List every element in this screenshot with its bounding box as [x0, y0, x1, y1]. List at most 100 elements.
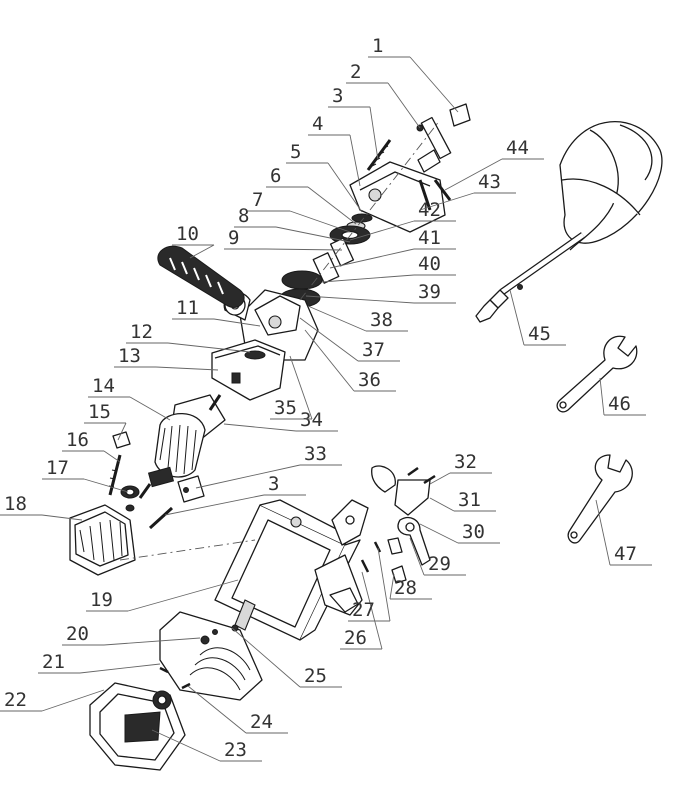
leader-line	[369, 106, 379, 161]
leader-line	[429, 497, 455, 512]
leader-line	[409, 537, 425, 576]
callout-number: 30	[462, 521, 485, 543]
callout-number: 27	[352, 599, 375, 621]
callout-number: 12	[130, 321, 153, 343]
leader-line	[307, 186, 357, 225]
callout-10: 10	[172, 223, 215, 259]
callout-number: 2	[350, 61, 361, 83]
leader-line	[213, 318, 261, 327]
callout-layer: 1234567891011121314151617181920212223242…	[0, 35, 652, 762]
callout-number: 32	[454, 451, 477, 473]
callout-16: 16	[62, 429, 121, 463]
leader-line	[289, 355, 313, 420]
callout-15: 15	[84, 401, 127, 441]
stator-housing	[69, 504, 136, 576]
leader-line	[164, 494, 265, 516]
leader-line	[231, 627, 301, 688]
callout-32: 32	[429, 451, 492, 485]
leader-line	[444, 158, 503, 191]
leader-line	[595, 499, 611, 566]
leader-line	[409, 56, 459, 113]
callout-number: 45	[528, 323, 551, 345]
callout-40: 40	[321, 253, 456, 283]
callout-number: 37	[362, 339, 385, 361]
callout-number: 18	[4, 493, 27, 515]
leader-line	[189, 244, 215, 259]
callout-24: 24	[187, 685, 288, 734]
callout-25: 25	[231, 627, 342, 688]
callout-6: 6	[266, 165, 357, 225]
assembly-centerline-lower	[119, 539, 256, 561]
callout-number: 25	[304, 665, 327, 687]
callout-number: 39	[418, 281, 441, 303]
callout-3: 3	[164, 473, 306, 516]
callout-47: 47	[595, 499, 652, 566]
callout-number: 31	[458, 489, 481, 511]
callout-number: 3	[268, 473, 279, 495]
mixing-paddle	[475, 121, 663, 323]
leader-line	[349, 134, 361, 187]
leader-line	[79, 663, 161, 674]
callout-1: 1	[368, 35, 459, 113]
callout-3: 3	[328, 85, 379, 161]
callout-2: 2	[346, 61, 421, 129]
callout-number: 6	[270, 165, 281, 187]
callout-34: 34	[223, 409, 338, 432]
leader-line	[195, 464, 301, 489]
callout-26: 26	[340, 571, 383, 650]
callout-17: 17	[42, 457, 129, 493]
switch-parts	[331, 465, 436, 584]
leader-line	[299, 317, 359, 362]
callout-42: 42	[349, 199, 456, 241]
callout-number: 35	[274, 397, 297, 419]
callout-number: 40	[418, 253, 441, 275]
leader-line	[305, 295, 415, 304]
leader-line	[83, 478, 129, 493]
callout-number: 13	[118, 345, 141, 367]
callout-number: 34	[300, 409, 323, 431]
brush-parts	[108, 431, 140, 512]
callout-23: 23	[151, 729, 262, 762]
end-cap	[89, 682, 186, 771]
leader-line	[41, 689, 105, 712]
callout-33: 33	[195, 443, 342, 489]
callout-29: 29	[409, 537, 466, 576]
callout-14: 14	[88, 375, 171, 421]
callout-number: 9	[228, 227, 239, 249]
leader-line	[223, 423, 297, 432]
callout-37: 37	[299, 317, 400, 362]
callout-13: 13	[114, 345, 219, 371]
callout-8: 8	[234, 205, 351, 243]
leader-line	[304, 329, 355, 392]
armature	[138, 394, 226, 499]
callout-number: 1	[372, 35, 383, 57]
callout-number: 22	[4, 689, 27, 711]
callout-number: 26	[344, 627, 367, 649]
leader-line	[387, 82, 421, 129]
leader-line	[419, 523, 459, 544]
callout-number: 47	[614, 543, 637, 565]
callout-number: 42	[418, 199, 441, 221]
callout-number: 19	[90, 589, 113, 611]
leader-line	[129, 396, 171, 421]
leader-line	[187, 685, 247, 734]
brush-holder	[148, 475, 205, 530]
callout-5: 5	[286, 141, 363, 213]
callout-11: 11	[172, 297, 261, 327]
callout-22: 22	[0, 689, 105, 712]
side-handle	[157, 245, 245, 308]
callout-number: 36	[358, 369, 381, 391]
callout-7: 7	[248, 189, 351, 233]
callout-number: 20	[66, 623, 89, 645]
callout-number: 14	[92, 375, 115, 397]
callout-number: 10	[176, 223, 199, 245]
callout-number: 4	[312, 113, 323, 135]
callout-number: 41	[418, 227, 441, 249]
leader-line	[167, 342, 251, 353]
callout-12: 12	[126, 321, 251, 353]
leader-line	[41, 514, 83, 521]
leader-line	[389, 573, 395, 600]
spindle-assembly	[329, 103, 471, 267]
